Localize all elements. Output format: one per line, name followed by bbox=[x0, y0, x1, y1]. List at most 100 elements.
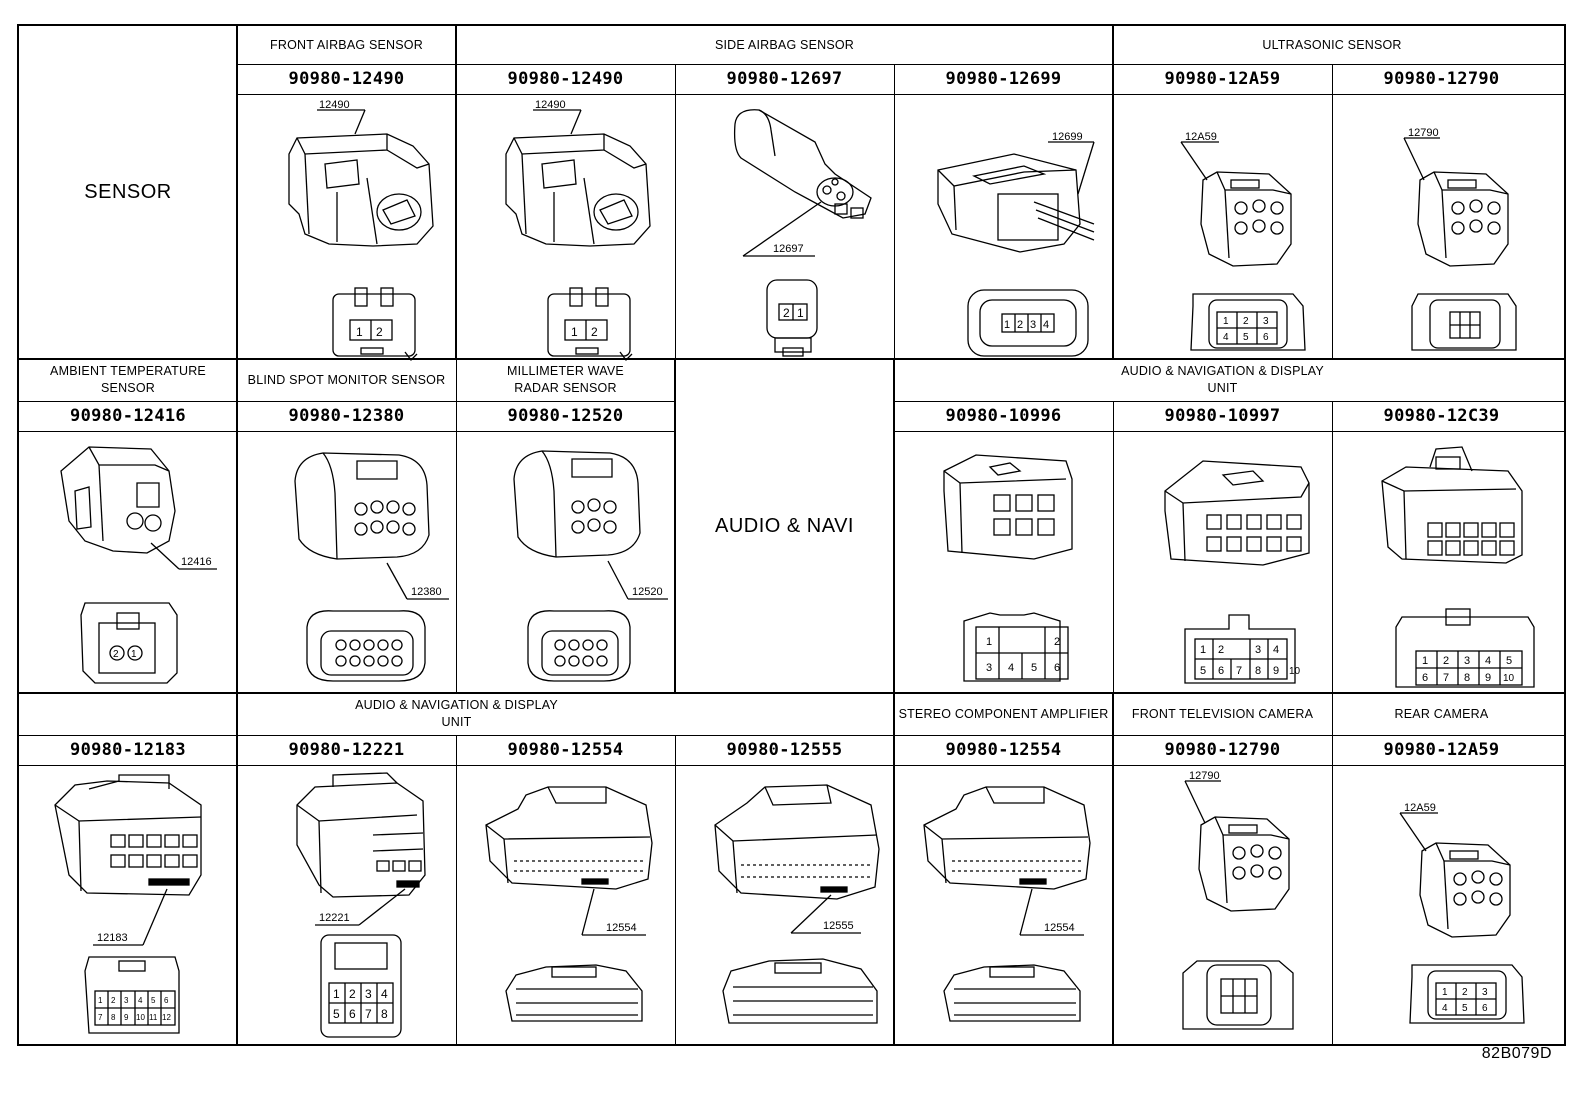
pin-label: 5 bbox=[151, 996, 156, 1005]
grid-line bbox=[237, 94, 1564, 95]
side-airbag-sensor-label: SIDE AIRBAG SENSOR bbox=[714, 37, 855, 52]
pin-label: 5 bbox=[1031, 662, 1037, 674]
stereo-amp-label: STEREO COMPONENT AMPLIFIER bbox=[898, 706, 1109, 721]
audio-nav-display-unit-header-1: AUDIO & NAVIGATION & DISPLAY UNIT bbox=[894, 359, 1551, 401]
audio-nav-label-line1: AUDIO & NAVIGATION & DISPLAY bbox=[355, 698, 558, 712]
pin-label: 5 bbox=[1200, 665, 1206, 677]
sensor-section-title: SENSOR bbox=[19, 26, 237, 359]
part-number: 90980-12520 bbox=[507, 406, 624, 426]
pin-label: 1 bbox=[1422, 655, 1428, 667]
pin-label: 10 bbox=[136, 1013, 145, 1022]
pin-label: 6 bbox=[1263, 332, 1269, 343]
pin-label: 2 bbox=[1017, 319, 1023, 331]
blind-spot-monitor-sensor-header: BLIND SPOT MONITOR SENSOR bbox=[237, 359, 456, 401]
pin-label: 2 bbox=[113, 649, 119, 660]
pin-label: 2 bbox=[111, 996, 116, 1005]
pin-label: 2 bbox=[1054, 636, 1060, 648]
pin-label: 1 bbox=[1223, 316, 1229, 327]
pin-label: 2 bbox=[591, 325, 598, 339]
pin-label: 2 bbox=[1462, 987, 1468, 998]
audio-navi-title-text: AUDIO & NAVI bbox=[715, 514, 854, 537]
radar-label-line1: MILLIMETER WAVE bbox=[507, 364, 624, 378]
pin-label: 5 bbox=[1462, 1003, 1468, 1014]
grid-line bbox=[19, 765, 1564, 766]
pin-label: 5 bbox=[1506, 655, 1512, 667]
col-divider bbox=[674, 359, 676, 693]
grid-line bbox=[237, 64, 1564, 65]
callout-label: 12416 bbox=[181, 556, 212, 568]
connector-drawing-12221: 12221 1 2 3 4 5 6 7 8 bbox=[237, 765, 456, 1044]
pin-label: 3 bbox=[986, 662, 992, 674]
pin-label: 10 bbox=[1289, 666, 1301, 677]
sensor-title-text: SENSOR bbox=[84, 181, 172, 203]
grid-line bbox=[456, 359, 457, 693]
ambient-temperature-sensor-header: AMBIENT TEMPERATURE SENSOR bbox=[19, 359, 237, 401]
callout-label: 12554 bbox=[606, 922, 637, 934]
callout-label: 12490 bbox=[319, 99, 350, 111]
connector-drawing-12699: 12699 1 2 3 4 bbox=[894, 94, 1113, 358]
radar-label-line2: RADAR SENSOR bbox=[514, 381, 617, 395]
grid-line bbox=[19, 431, 675, 432]
pin-label: 9 bbox=[1273, 665, 1279, 677]
callout-label: 12520 bbox=[632, 586, 663, 598]
pin-label: 1 bbox=[797, 306, 804, 320]
pin-label: 4 bbox=[1485, 655, 1491, 667]
pin-label: 7 bbox=[365, 1007, 372, 1021]
connector-drawing-12790-front-camera: 12790 bbox=[1113, 765, 1332, 1044]
part-number: 90980-12790 bbox=[1164, 740, 1281, 760]
part-number: 90980-10996 bbox=[945, 406, 1062, 426]
col-divider bbox=[1112, 693, 1114, 1044]
audio-nav-label-line2: UNIT bbox=[1207, 381, 1238, 395]
rear-camera-label: REAR CAMERA bbox=[1394, 706, 1489, 721]
pin-label: 1 bbox=[131, 649, 137, 660]
row-divider bbox=[19, 692, 1564, 694]
pin-label: 8 bbox=[1464, 672, 1470, 684]
side-airbag-sensor-header: SIDE AIRBAG SENSOR bbox=[456, 26, 1113, 64]
callout-label: 12A59 bbox=[1185, 131, 1217, 143]
callout-label: 12221 bbox=[319, 912, 350, 924]
callout-label: 12554 bbox=[1044, 922, 1075, 934]
pin-label: 7 bbox=[1236, 665, 1242, 677]
pin-label: 4 bbox=[1043, 319, 1049, 331]
pin-label: 1 bbox=[1200, 644, 1206, 656]
grid-line bbox=[1332, 64, 1333, 359]
pin-label: 4 bbox=[1008, 662, 1014, 674]
audio-nav-label-line2: UNIT bbox=[441, 715, 472, 729]
pin-label: 3 bbox=[1263, 316, 1269, 327]
connector-drawing-12416: 12416 2 1 bbox=[19, 431, 237, 692]
part-number: 90980-12221 bbox=[288, 740, 405, 760]
part-number: 90980-12A59 bbox=[1164, 69, 1281, 89]
pin-label: 1 bbox=[1004, 319, 1010, 331]
part-number: 90980-12C39 bbox=[1383, 406, 1500, 426]
pin-label: 8 bbox=[1255, 665, 1261, 677]
callout-label: 12697 bbox=[773, 243, 804, 255]
connector-drawing-12520: 12520 bbox=[456, 431, 675, 692]
pin-label: 4 bbox=[138, 996, 143, 1005]
pin-label: 3 bbox=[124, 996, 129, 1005]
audio-navi-section-title: AUDIO & NAVI bbox=[675, 359, 894, 693]
pin-label: 2 bbox=[1218, 644, 1224, 656]
callout-label: 12A59 bbox=[1404, 802, 1436, 814]
grid-line bbox=[1113, 401, 1114, 693]
grid-line bbox=[1332, 693, 1333, 1044]
pin-label: 8 bbox=[381, 1007, 388, 1021]
front-tv-camera-label: FRONT TELEVISION CAMERA bbox=[1131, 706, 1314, 721]
pin-label: 4 bbox=[381, 987, 388, 1001]
pin-label: 8 bbox=[111, 1013, 116, 1022]
ultrasonic-sensor-label: ULTRASONIC SENSOR bbox=[1262, 37, 1402, 52]
front-airbag-sensor-label: FRONT AIRBAG SENSOR bbox=[270, 37, 423, 52]
grid-line bbox=[675, 64, 676, 359]
callout-label: 12790 bbox=[1408, 127, 1439, 139]
connector-drawing-12554-amp: 12554 bbox=[894, 765, 1113, 1044]
part-number: 90980-12490 bbox=[507, 69, 624, 89]
part-number: 90980-12554 bbox=[945, 740, 1062, 760]
col-divider bbox=[455, 26, 457, 359]
callout-label: 12555 bbox=[823, 920, 854, 932]
front-television-camera-header: FRONT TELEVISION CAMERA bbox=[1113, 693, 1332, 735]
ambient-temp-label-line1: AMBIENT TEMPERATURE bbox=[50, 364, 206, 378]
connector-diagram-grid: SENSOR FRONT AIRBAG SENSOR SIDE AIRBAG S… bbox=[17, 24, 1566, 1046]
connector-drawing-12A59-rear-camera: 12A59 1 2 3 4 5 6 bbox=[1332, 765, 1551, 1044]
part-number: 90980-12554 bbox=[507, 740, 624, 760]
grid-line bbox=[1332, 401, 1333, 693]
front-airbag-sensor-header: FRONT AIRBAG SENSOR bbox=[237, 26, 456, 64]
